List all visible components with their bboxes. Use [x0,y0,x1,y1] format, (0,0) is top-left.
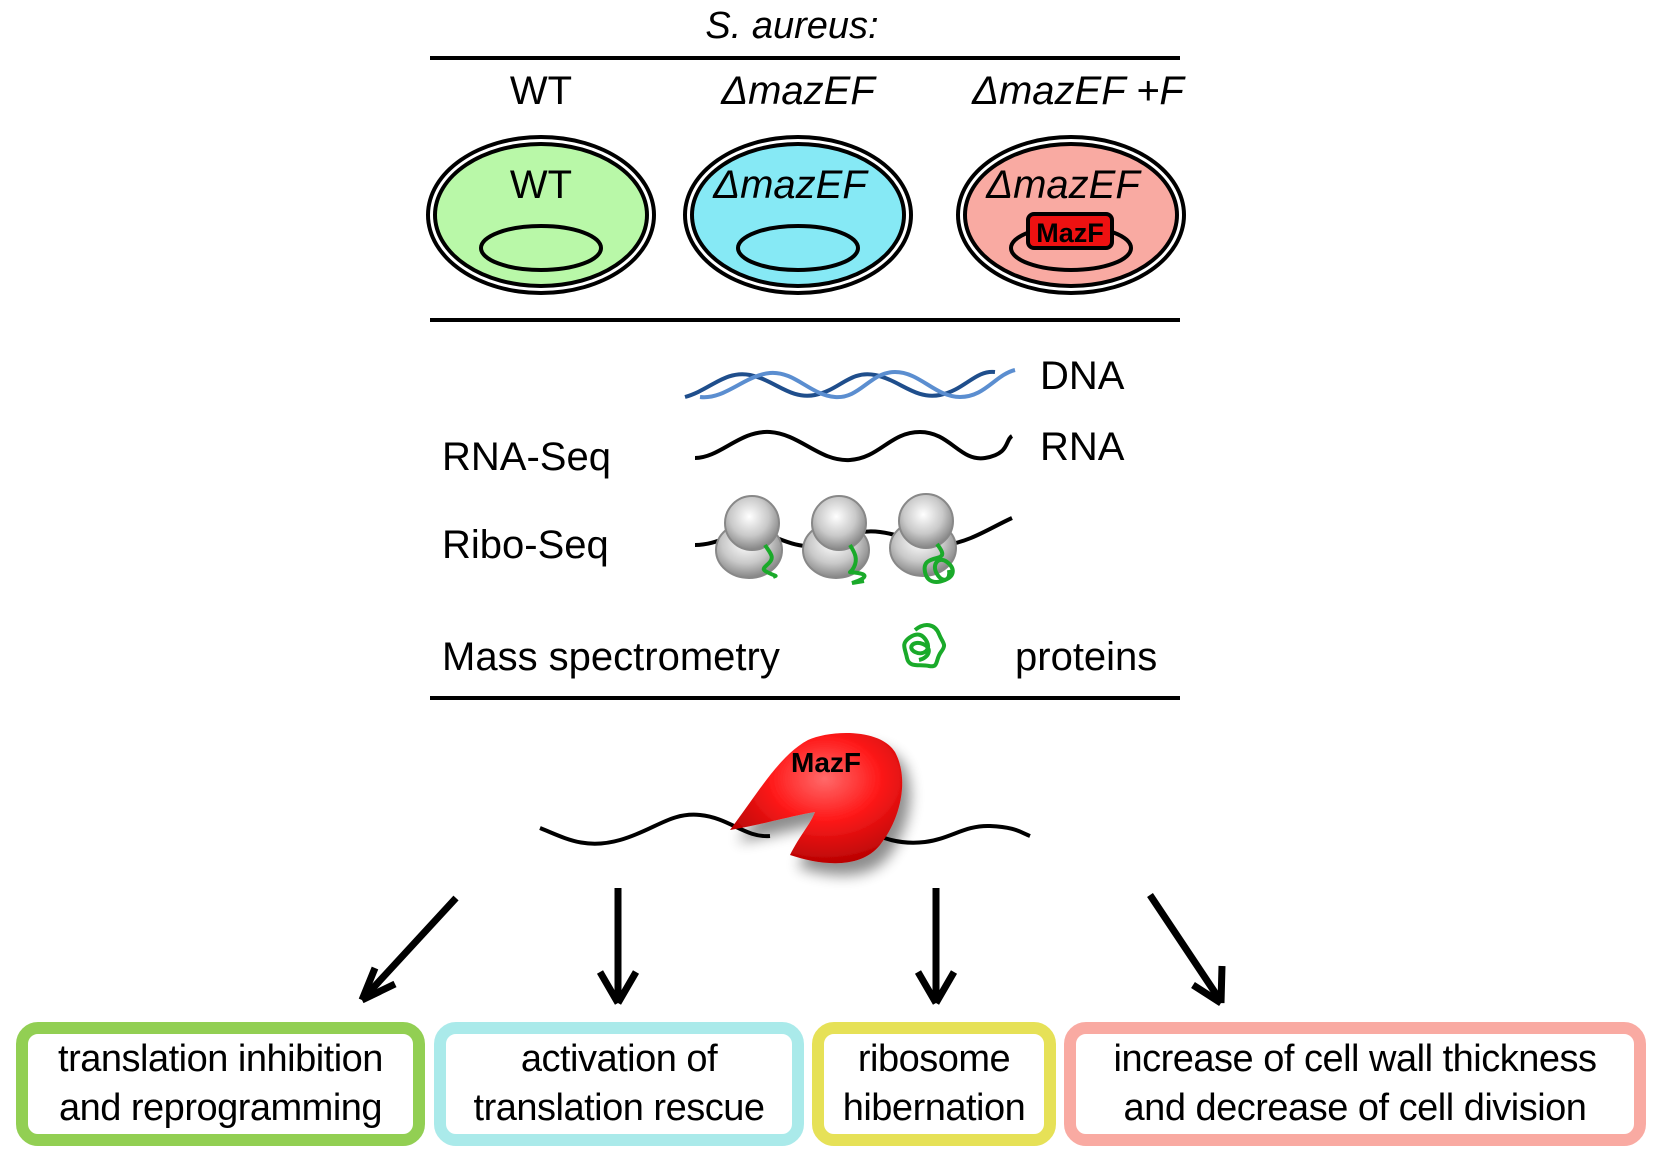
arrow-icon [914,888,958,1005]
protein-fold-icon [902,623,947,669]
target-rna-strand-icon [539,812,771,846]
rna-label: RNA [1040,425,1125,469]
ribosome-icon [889,493,957,584]
outcome-line: and decrease of cell division [1123,1087,1587,1129]
outcome-box-translation-inhibition: translation inhibition and reprogramming [16,1022,425,1146]
cell-mazef-plus-f: MazF ΔmazEF [956,135,1186,295]
outcome-line: activation of [520,1038,718,1080]
proteins-label: proteins [1015,635,1157,679]
cell-wt: WT [426,135,656,295]
strain-label-mazef-plus-f: ΔmazEF +F [971,69,1186,113]
ribosome-icon [715,495,783,579]
mazf-plasmid-label: MazF [1036,218,1104,248]
rna-strand-icon [694,429,1014,463]
arrow-icon [1147,893,1226,1006]
outcome-arrows [358,888,1226,1006]
outcome-line: hibernation [842,1087,1026,1129]
mazf-plasmid-badge [1026,212,1114,250]
dna-double-helix-icon [684,368,1016,400]
arrow-icon [358,895,459,1004]
cell-label-mazef: ΔmazEF [712,163,869,207]
strain-label-wt: WT [510,69,572,113]
target-rna-strand-icon [866,823,1031,845]
arrow-icon [596,888,640,1005]
cell-label-mazef-plus-f: ΔmazEF [985,163,1142,207]
strain-label-mazef: ΔmazEF [720,69,877,113]
mazf-enzyme-label: MazF [791,747,861,778]
outcome-line: ribosome [857,1038,1011,1080]
ribosome-icon [802,495,870,585]
outcome-line: translation rescue [473,1087,765,1129]
dna-label: DNA [1040,354,1125,398]
outcome-box-ribosome-hibernation: ribosome hibernation [812,1022,1056,1146]
outcome-box-translation-rescue: activation of translation rescue [434,1022,804,1146]
ribo-seq-label: Ribo-Seq [442,523,609,567]
cell-mazef: ΔmazEF [683,135,913,295]
rna-seq-label: RNA-Seq [442,435,611,479]
mazf-enzyme-icon [730,732,903,864]
cell-label-wt: WT [510,163,572,207]
organism-title: S. aureus: [705,5,878,47]
outcome-line: increase of cell wall thickness [1113,1038,1597,1080]
outcome-line: and reprogramming [58,1087,383,1129]
outcome-box-cell-wall-thickness: increase of cell wall thickness and decr… [1064,1022,1646,1146]
outcome-line: translation inhibition [58,1038,383,1080]
mass-spectrometry-label: Mass spectrometry [442,635,780,679]
